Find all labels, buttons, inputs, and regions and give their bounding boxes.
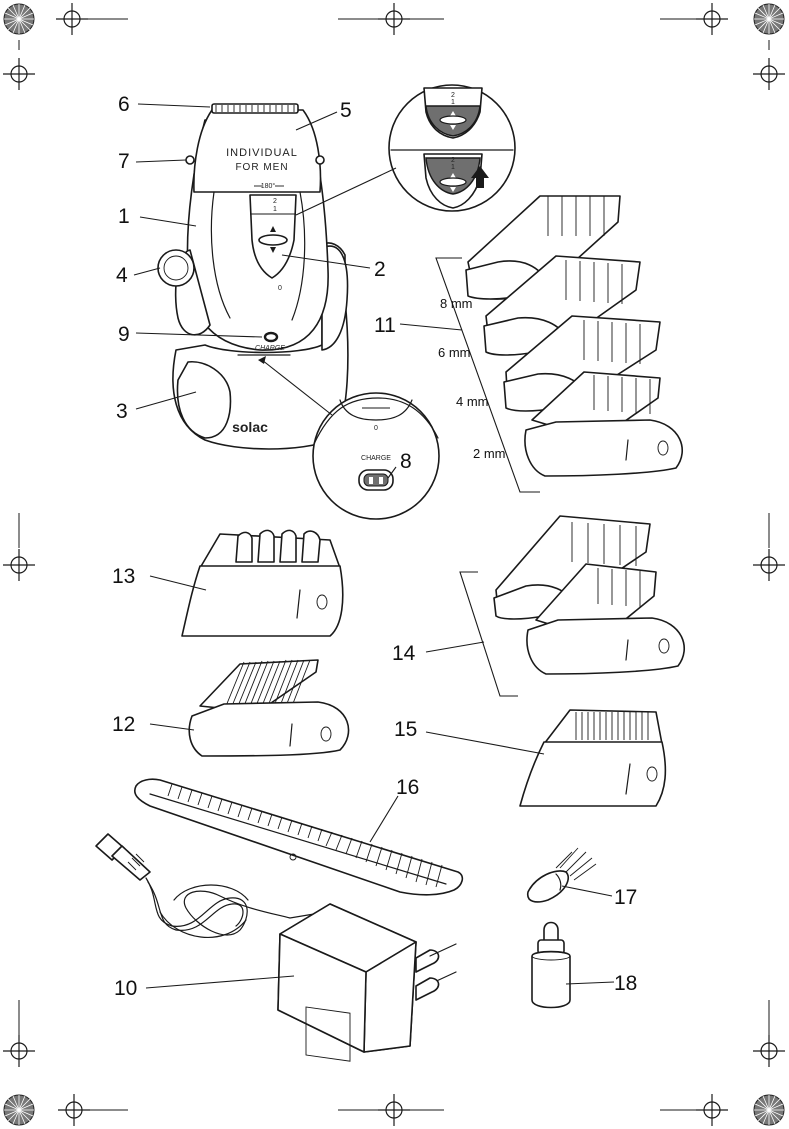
comb-length-4mm: 4 mm [456, 394, 489, 409]
starburst-top-right [754, 4, 784, 34]
callout-8: 8 [400, 450, 412, 473]
comb-set-14 [460, 516, 684, 696]
callout-9: 9 [118, 323, 130, 346]
starburst-bottom-right [754, 1095, 784, 1125]
crosshair-right-lower [753, 1035, 785, 1067]
crosshair-left-middle [3, 549, 35, 581]
callout-17: 17 [614, 886, 637, 909]
crosshair-bottom-left [58, 1094, 90, 1126]
crosshair-left-lower [3, 1035, 35, 1067]
callout-13: 13 [112, 565, 135, 588]
comb-length-6mm: 6 mm [438, 345, 471, 360]
comb-13 [182, 530, 343, 636]
brand-logo: solac [232, 419, 268, 435]
trimmer-foil [212, 104, 298, 113]
callout-7: 7 [118, 150, 130, 173]
callout-16: 16 [396, 776, 419, 799]
trimmer-device: INDIVIDUAL FOR MEN 180° 2 1 0 CHARGE sol… [158, 104, 348, 449]
callout-15: 15 [394, 718, 417, 741]
crosshair-left-upper [3, 58, 35, 90]
starburst-bottom-left [4, 1095, 34, 1125]
head-release-button-right [316, 156, 324, 164]
charge-label: CHARGE [255, 345, 285, 352]
oil-bottle-18 [532, 923, 570, 1008]
callout-12: 12 [112, 713, 135, 736]
inset-b-scale-1: 1 [451, 164, 455, 171]
cleaning-brush-17 [528, 848, 596, 902]
inset-charge-label: CHARGE [361, 455, 391, 462]
callout-18: 18 [614, 972, 637, 995]
callout-3: 3 [116, 400, 128, 423]
slider-knob [259, 235, 287, 245]
inset-slider-positions: 2 1 2 1 [296, 85, 515, 215]
head-release-button [186, 156, 194, 164]
charge-indicator [265, 333, 277, 341]
comb-15 [520, 710, 665, 806]
slider-scale-2: 2 [273, 198, 277, 205]
side-dial [158, 250, 194, 286]
angle-mark: 180° [261, 182, 276, 190]
slider-scale-1: 1 [273, 206, 277, 213]
comb-length-2mm: 2 mm [473, 446, 506, 461]
starburst-top-left [4, 4, 34, 34]
comb-length-8mm: 8 mm [440, 296, 473, 311]
crosshair-top-left [56, 3, 88, 35]
callout-11: 11 [374, 314, 396, 337]
inset-a-scale-1: 1 [451, 99, 455, 106]
crosshair-right-upper [753, 58, 785, 90]
callout-6: 6 [118, 93, 130, 116]
callout-1: 1 [118, 205, 130, 228]
crosshair-top-right [696, 3, 728, 35]
inset-b-scale-2: 2 [451, 157, 455, 164]
callout-2: 2 [374, 258, 386, 281]
callout-14: 14 [392, 642, 416, 665]
crosshair-right-middle [753, 549, 785, 581]
callout-5: 5 [340, 99, 352, 122]
slider-scale-0: 0 [278, 285, 282, 292]
crosshair-bottom-center [378, 1094, 410, 1126]
callout-10: 10 [114, 977, 137, 1000]
callout-4: 4 [116, 264, 128, 287]
comb-set-11: 8 mm 6 mm 4 mm 2 mm [436, 196, 682, 492]
brand-line-1: INDIVIDUAL [226, 147, 298, 159]
crosshair-top-center [378, 3, 410, 35]
brand-line-2: FOR MEN [235, 162, 288, 173]
inset-zero-mark: 0 [374, 425, 378, 432]
comb-12 [189, 660, 348, 756]
inset-a-scale-2: 2 [451, 92, 455, 99]
crosshair-bottom-right [696, 1094, 728, 1126]
